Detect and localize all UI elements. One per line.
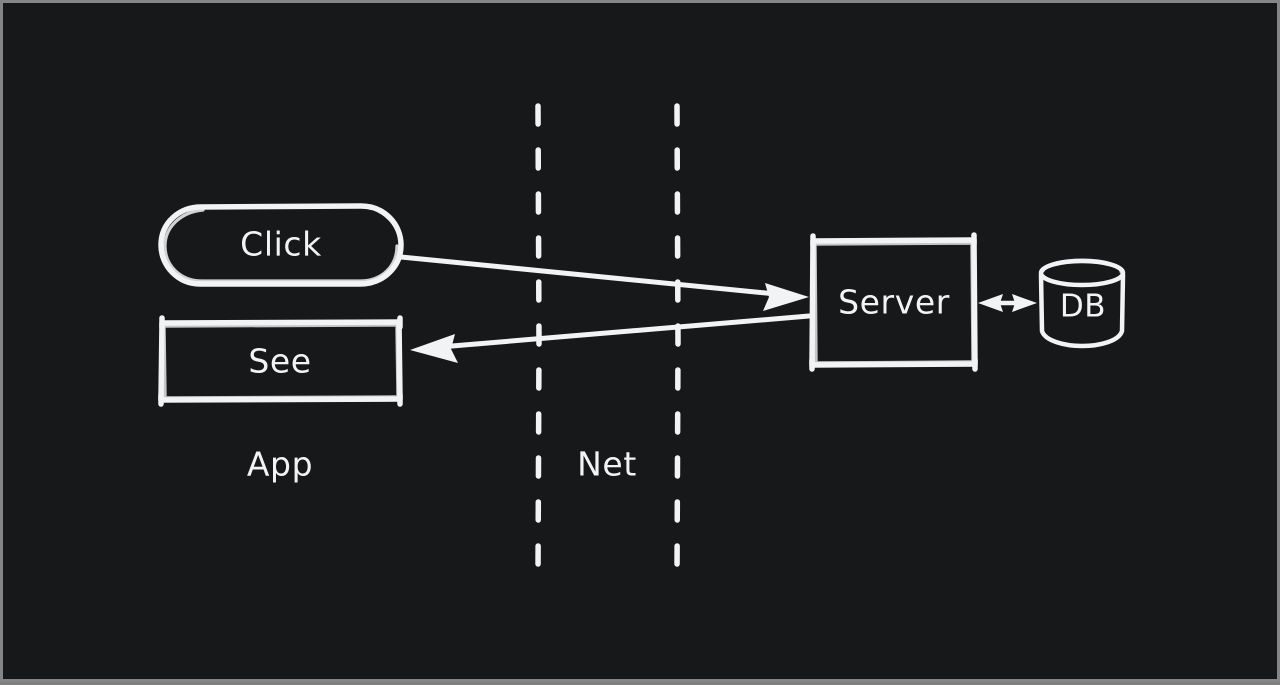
db-cylinder-body [1038,272,1126,349]
architecture-diagram: Click See Server [158,103,1126,578]
edge-server-to-see-line [425,313,812,351]
edge-server-db[interactable] [978,294,1037,312]
edge-server-db-arrowhead-right [1012,294,1037,312]
edge-server-db-arrowhead-left [978,294,1003,312]
node-server[interactable]: Server [809,232,978,372]
db-label: DB [1060,289,1106,325]
server-corner-ticks [809,232,978,372]
click-label: Click [240,225,322,264]
edge-server-to-see[interactable] [410,313,812,363]
see-rect-outline-second-pass [161,323,400,400]
edge-server-to-see-arrowhead [410,334,458,363]
zone-label-app: App [247,445,313,484]
node-click[interactable]: Click [158,203,404,287]
edge-click-to-server-line [398,254,799,299]
see-label: See [248,342,311,381]
lane-divider-left [535,103,542,578]
lane-divider-right [674,103,681,578]
lane-dividers [535,103,681,578]
click-pill-outline [158,203,404,287]
server-label: Server [838,283,950,322]
node-db[interactable]: DB [1038,258,1126,349]
zone-label-net: Net [577,445,637,484]
server-rect-outline-second-pass [812,241,975,365]
db-cylinder-top-ellipse-second-pass [1041,258,1123,274]
click-pill-outline-second-pass [163,208,399,283]
edge-click-to-server[interactable] [398,254,809,311]
see-corner-ticks [158,315,403,407]
edge-click-to-server-arrowhead [763,283,809,311]
node-see[interactable]: See [158,315,403,407]
